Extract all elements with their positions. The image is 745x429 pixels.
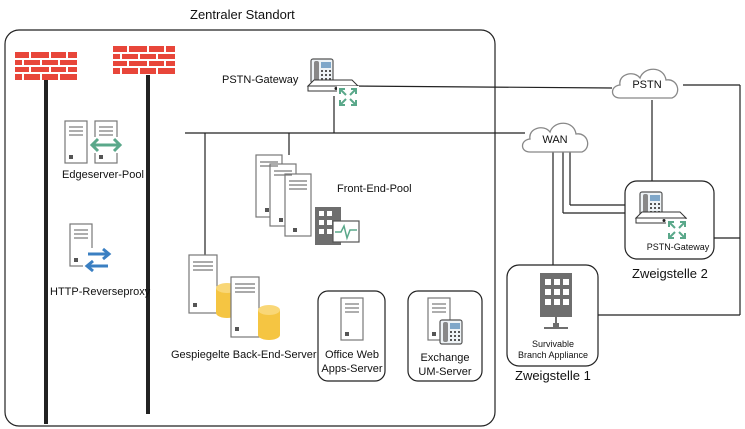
connections — [44, 75, 741, 424]
office-web-label-1: Office Web — [324, 349, 379, 361]
back-end-label: Gespiegelte Back-End-Server — [171, 349, 317, 361]
exchange-label-2: UM-Server — [418, 366, 472, 378]
pstn-gateway-central-label: PSTN-Gateway — [222, 74, 299, 86]
pstn-label: PSTN — [632, 79, 662, 91]
edge-server-pool-icon — [64, 120, 123, 164]
exchange-box — [407, 290, 483, 382]
front-end-pool-icon — [255, 154, 360, 245]
back-end-server-icon — [188, 254, 280, 340]
front-end-pool-label: Front-End-Pool — [337, 183, 412, 195]
exchange-label-1: Exchange — [420, 352, 470, 364]
http-proxy-label: HTTP-Reverseproxy — [50, 286, 151, 298]
branch-appliance-icon — [540, 273, 572, 329]
office-web-label-2: Apps-Server — [321, 363, 383, 375]
sba-label-2: Branch Appliance — [517, 350, 589, 360]
branch-1-label: Zweigstelle 1 — [515, 368, 591, 383]
firewall-icon-right — [112, 45, 176, 75]
exchange-um-server-icon — [427, 297, 463, 345]
wan-label: WAN — [542, 134, 568, 146]
branch-2-label: Zweigstelle 2 — [632, 266, 708, 281]
edge-pool-label: Edgeserver-Pool — [62, 169, 144, 181]
firewall-icon-left — [14, 51, 78, 81]
central-site-title: Zentraler Standort — [190, 7, 295, 22]
pstn-gateway-branch-label: PSTN-Gateway — [646, 242, 710, 252]
central-site-boundary — [4, 29, 496, 427]
sba-label-1: Survivable — [531, 339, 575, 349]
reverse-proxy-icon — [69, 223, 112, 273]
office-web-apps-box — [317, 290, 386, 382]
office-web-apps-server-icon — [340, 297, 364, 341]
